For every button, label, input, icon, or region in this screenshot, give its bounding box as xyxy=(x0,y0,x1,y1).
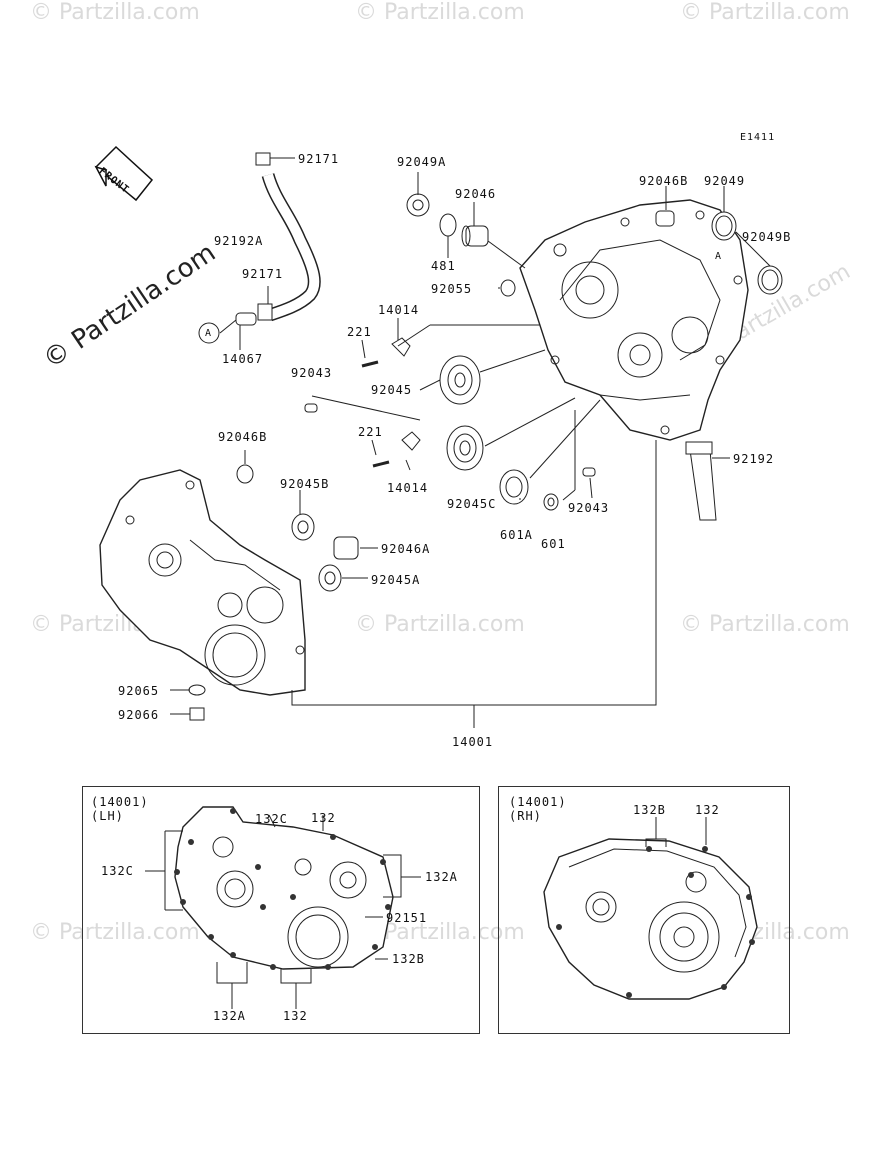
inset-rh: (14001) (RH) 132B 132 xyxy=(498,786,790,1034)
part-label[interactable]: 221 xyxy=(358,425,383,439)
part-label[interactable]: 92049 xyxy=(704,174,746,188)
part-label[interactable]: 92043 xyxy=(568,501,610,515)
hardware-label[interactable]: 132 xyxy=(283,1009,308,1023)
watermark: © Partzilla.com xyxy=(680,0,850,25)
bearing-icon xyxy=(406,193,430,217)
circlip-icon xyxy=(439,213,457,237)
watermark: © Partzilla.com xyxy=(680,612,850,637)
bearing-icon xyxy=(439,355,481,405)
washer-icon xyxy=(188,684,206,696)
part-label[interactable]: 92045B xyxy=(280,477,330,491)
crankcase-lh-icon xyxy=(99,469,306,696)
hardware-label[interactable]: 132A xyxy=(213,1009,246,1023)
bearing-icon xyxy=(499,469,529,505)
part-label[interactable]: 92045 xyxy=(371,383,413,397)
part-label[interactable]: 92065 xyxy=(118,684,160,698)
clamp-icon xyxy=(255,152,271,166)
bearing-icon xyxy=(236,464,254,484)
hardware-label[interactable]: 132C xyxy=(255,812,288,826)
seal-icon xyxy=(711,211,737,241)
part-label[interactable]: 601 xyxy=(541,537,566,551)
bolt-icon xyxy=(372,460,390,468)
part-label[interactable]: 92046A xyxy=(381,542,431,556)
reference-a-icon xyxy=(198,322,220,344)
part-label[interactable]: 92055 xyxy=(431,282,473,296)
crankcase-lh-detail-icon xyxy=(145,806,421,1009)
ref-a-right: A xyxy=(715,251,723,262)
dowel-icon xyxy=(304,403,318,413)
hardware-label[interactable]: 132B xyxy=(392,952,425,966)
part-label[interactable]: 92049A xyxy=(397,155,447,169)
dowel-icon xyxy=(582,467,596,477)
watermark: © Partzilla.com xyxy=(355,612,525,637)
inset-rh-title: (14001) (RH) xyxy=(509,795,567,823)
bearing-icon xyxy=(291,513,315,541)
hardware-label[interactable]: 132C xyxy=(101,864,134,878)
part-label[interactable]: 92171 xyxy=(242,267,284,281)
plate-icon xyxy=(391,337,411,357)
breather-tube-icon xyxy=(685,441,717,521)
part-label[interactable]: 14067 xyxy=(222,352,264,366)
plate-icon xyxy=(401,431,421,451)
part-label[interactable]: 92192A xyxy=(214,234,264,248)
watermark: © Partzilla.com xyxy=(355,0,525,25)
part-label[interactable]: 92046B xyxy=(639,174,689,188)
watermark: © Partzilla.com xyxy=(30,0,200,25)
ref-a-left: A xyxy=(205,328,213,339)
clamp-icon xyxy=(257,303,273,321)
crankcase-rh-icon xyxy=(519,199,749,441)
oring-icon xyxy=(500,279,516,297)
bearing-icon xyxy=(446,425,484,471)
fitting-icon xyxy=(235,312,257,326)
part-label[interactable]: 14001 xyxy=(452,735,494,749)
part-label[interactable]: 481 xyxy=(431,259,456,273)
seal-icon xyxy=(757,265,783,295)
front-arrow-icon xyxy=(94,145,154,202)
part-label[interactable]: 92045C xyxy=(447,497,497,511)
crankcase-rh-detail-icon xyxy=(543,817,758,1000)
inset-lh: (14001) (LH) xyxy=(82,786,480,1034)
part-label[interactable]: 92046 xyxy=(455,187,497,201)
diagram-code: E1411 xyxy=(740,132,776,143)
part-label[interactable]: 92192 xyxy=(733,452,775,466)
hardware-label[interactable]: 132B xyxy=(633,803,666,817)
bearing-icon xyxy=(318,564,342,592)
part-label[interactable]: 92049B xyxy=(742,230,792,244)
hardware-label[interactable]: 132A xyxy=(425,870,458,884)
hardware-label[interactable]: 92151 xyxy=(386,911,428,925)
bearing-icon xyxy=(655,210,675,227)
hardware-label[interactable]: 132 xyxy=(695,803,720,817)
bearing-icon xyxy=(461,225,489,247)
inset-lh-title: (14001) (LH) xyxy=(91,795,149,823)
part-label[interactable]: 92045A xyxy=(371,573,421,587)
part-label[interactable]: 92046B xyxy=(218,430,268,444)
part-label[interactable]: 221 xyxy=(347,325,372,339)
bolt-icon xyxy=(361,360,379,368)
part-label[interactable]: 601A xyxy=(500,528,533,542)
bearing-icon xyxy=(543,493,559,511)
part-label[interactable]: 14014 xyxy=(387,481,429,495)
part-label[interactable]: 92043 xyxy=(291,366,333,380)
part-label[interactable]: 92171 xyxy=(298,152,340,166)
plug-icon xyxy=(189,707,205,721)
part-label[interactable]: 14014 xyxy=(378,303,420,317)
watermark: © Partzilla.com xyxy=(30,920,200,945)
bearing-icon xyxy=(333,536,359,560)
part-label[interactable]: 92066 xyxy=(118,708,160,722)
hardware-label[interactable]: 132 xyxy=(311,811,336,825)
